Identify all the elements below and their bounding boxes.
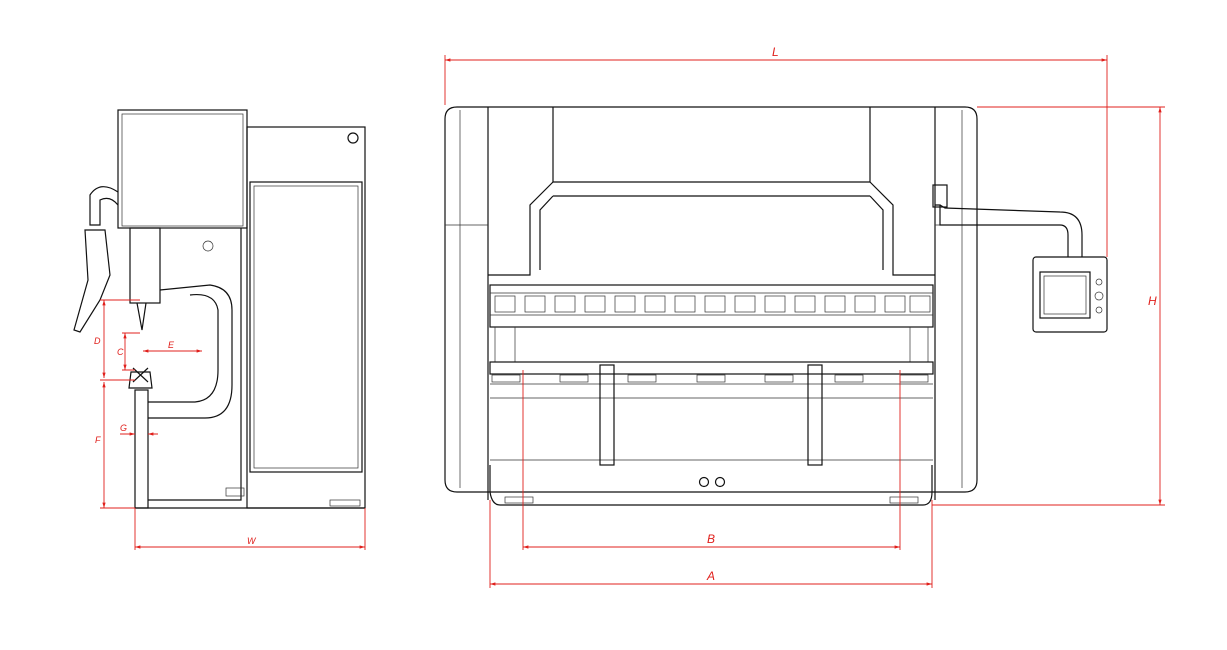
dimension-l-label: L bbox=[772, 45, 779, 59]
lower-beam-base bbox=[489, 465, 933, 506]
front-support-arm-left bbox=[599, 364, 615, 466]
front-view-dimensions: L H B A bbox=[444, 45, 1165, 588]
dimension-e-label: E bbox=[168, 340, 175, 350]
dimension-h-label: H bbox=[1148, 294, 1157, 308]
c-frame-inner bbox=[148, 293, 219, 403]
dimension-d-label: D bbox=[94, 336, 101, 346]
lower-beam-column bbox=[134, 389, 149, 509]
side-frame bbox=[148, 228, 242, 501]
side-view-dimensions: D C E F G W bbox=[94, 299, 366, 550]
control-arm-pipe bbox=[935, 204, 1083, 257]
side-top-housing bbox=[117, 109, 248, 229]
lower-die-rail bbox=[489, 361, 934, 375]
dimension-b-label: B bbox=[707, 532, 715, 546]
side-cabinet-hole bbox=[347, 132, 359, 144]
upper-tool-clamps bbox=[489, 284, 934, 328]
upper-ram bbox=[129, 227, 161, 304]
dimension-a-label: A bbox=[706, 569, 715, 583]
front-support-arm-right bbox=[807, 364, 823, 466]
side-foot-pedal bbox=[73, 229, 111, 333]
dimension-w-label: W bbox=[247, 536, 257, 546]
control-panel bbox=[1032, 256, 1108, 333]
side-pipe bbox=[89, 186, 119, 226]
front-side-plates bbox=[487, 107, 936, 500]
side-cabinet bbox=[246, 126, 366, 509]
upper-beam-top bbox=[552, 107, 871, 183]
c-frame-outer bbox=[148, 284, 233, 419]
upper-punch bbox=[136, 302, 147, 331]
front-frame-outline bbox=[444, 106, 978, 493]
front-view bbox=[444, 106, 1108, 506]
upper-beam-contour bbox=[488, 181, 935, 276]
dimension-c-label: C bbox=[117, 347, 124, 357]
dimension-g-label: G bbox=[120, 423, 127, 433]
tool-clamp-row bbox=[490, 292, 933, 316]
control-panel-screen bbox=[1039, 271, 1091, 319]
side-cabinet-door bbox=[249, 181, 363, 473]
dimension-f-label: F bbox=[95, 435, 101, 445]
side-view bbox=[73, 109, 366, 509]
